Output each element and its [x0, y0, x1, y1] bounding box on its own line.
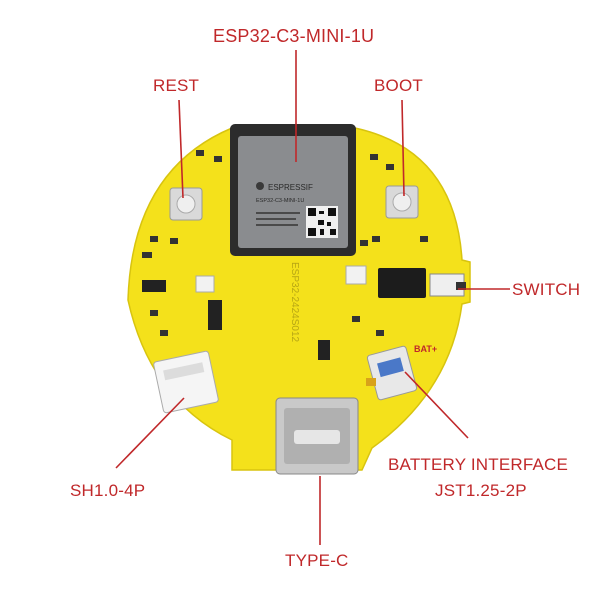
module-fine-print [256, 212, 300, 214]
boot-leader-line [401, 99, 405, 197]
sh-connector-part [153, 350, 219, 414]
smd-component [196, 150, 204, 156]
smd-component [150, 236, 158, 242]
smd-component [420, 236, 428, 242]
smd-component [195, 275, 215, 293]
smd-component [214, 156, 222, 162]
sh-connector-label: SH1.0-4P [70, 481, 146, 500]
battery-leader-line [404, 371, 469, 439]
pcb-axis-silkscreen: ESP32-2424S012 [289, 262, 300, 343]
smd-component [370, 154, 378, 160]
power-ic [378, 268, 426, 298]
reset-label: REST [153, 76, 200, 95]
smd-component [318, 340, 330, 360]
battery-connector-part [366, 345, 418, 401]
smd-component [142, 252, 152, 258]
smd-component [360, 240, 368, 246]
espressif-logo-icon [256, 182, 264, 190]
boot-label: BOOT [374, 76, 423, 95]
usb-label: TYPE-C [285, 551, 349, 570]
switch-label: SWITCH [512, 280, 581, 299]
battery-silkscreen: BAT+ [414, 344, 437, 354]
smd-component [386, 164, 394, 170]
battery-label-line2: JST1.25-2P [435, 481, 527, 500]
smd-component [160, 330, 168, 336]
smd-component [142, 280, 166, 292]
boot-button-part [385, 185, 419, 219]
module-fine-print-3 [256, 224, 298, 226]
sh-leader-line [115, 397, 185, 469]
smd-component [376, 330, 384, 336]
battery-label-line1: BATTERY INTERFACE [388, 455, 569, 474]
smd-component [150, 310, 158, 316]
module-model-marking: ESP32-C3-MINI-1U [256, 198, 304, 204]
smd-component [208, 300, 222, 330]
reset-leader-line [178, 99, 184, 199]
smd-component [352, 316, 360, 322]
module-brand-marking: ESPRESSIF [268, 183, 313, 192]
reset-button-part [169, 187, 203, 221]
module-qr-code [306, 206, 338, 238]
module-label: ESP32-C3-MINI-1U [213, 26, 375, 46]
usb-type-c-part [275, 397, 359, 475]
module-fine-print-2 [256, 218, 296, 220]
slide-switch-knob [456, 282, 466, 290]
smd-component [170, 238, 178, 244]
smd-component [372, 236, 380, 242]
smd-component [345, 265, 367, 285]
